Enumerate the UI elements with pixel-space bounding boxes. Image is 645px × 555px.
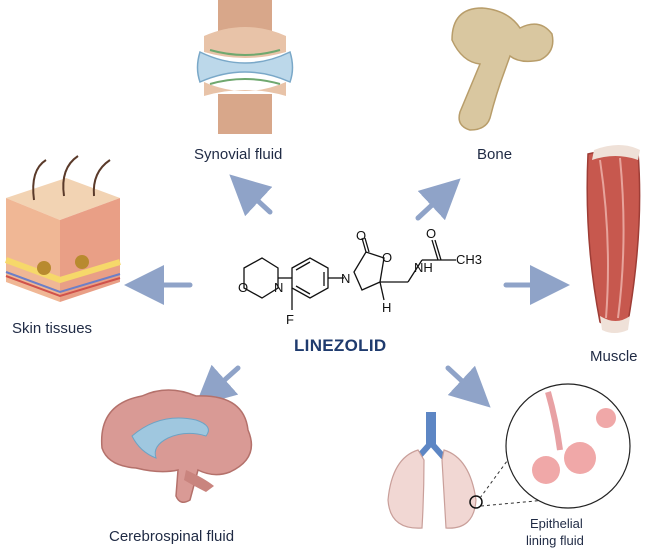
- muscle-illustration: [586, 145, 641, 333]
- arrow-to-bone: [415, 178, 461, 221]
- atom-ch3: CH3: [456, 252, 482, 267]
- bone-label: Bone: [477, 146, 513, 163]
- linezolid-title: LINEZOLID: [294, 336, 387, 355]
- muscle-label: Muscle: [590, 348, 638, 365]
- bone-illustration: [451, 7, 554, 131]
- linezolid-atom-labels: O N F O N O H NH O CH3: [238, 226, 482, 327]
- atom-o-ring: O: [238, 280, 248, 295]
- atom-h: H: [382, 300, 391, 315]
- epithelial-lining-fluid-label-line1: Epithelial: [530, 516, 583, 531]
- atom-o-carbonyl: O: [356, 228, 366, 243]
- atom-n-morpholine: N: [274, 280, 283, 295]
- arrows: [124, 174, 570, 408]
- atom-nh: NH: [414, 260, 433, 275]
- atom-n-oxazolidinone: N: [341, 271, 350, 286]
- arrow-to-csf: [195, 364, 241, 407]
- lung-illustration: [387, 383, 631, 529]
- atom-o-oxazolidinone: O: [382, 250, 392, 265]
- epithelial-lining-fluid-label-line2: lining fluid: [526, 533, 584, 548]
- linezolid-structure: [243, 237, 456, 310]
- skin-illustration: [4, 155, 121, 302]
- atom-o-acetyl: O: [426, 226, 436, 241]
- brain-illustration: [100, 389, 253, 503]
- skin-tissues-label: Skin tissues: [12, 320, 93, 337]
- arrow-to-synovial: [229, 174, 273, 217]
- arrow-to-elf: [445, 365, 491, 408]
- synovial-fluid-label: Synovial fluid: [194, 146, 283, 163]
- synovial-joint-illustration: [196, 0, 294, 134]
- atom-f: F: [286, 312, 294, 327]
- cerebrospinal-fluid-label: Cerebrospinal fluid: [109, 528, 235, 545]
